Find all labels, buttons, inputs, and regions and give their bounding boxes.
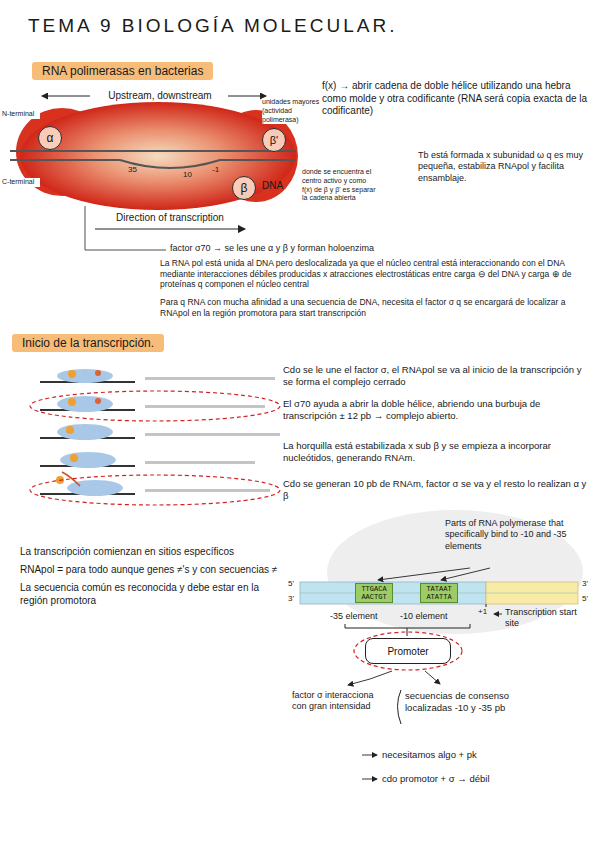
sigma-shape <box>70 454 78 462</box>
note-text: Parts of RNA polymerase that specificall… <box>445 518 590 552</box>
promoter-box: Promoter <box>365 638 451 664</box>
highlight-ellipse <box>354 632 462 670</box>
note-text: La RNA pol está unida al DNA pero desloc… <box>160 258 590 290</box>
start-tick <box>486 604 487 607</box>
sequence-box: TATAAT ATATTA <box>420 583 458 603</box>
note-text: La horquilla está estabilizada x sub β y… <box>283 440 588 464</box>
polymerase-body <box>20 102 296 210</box>
node-text: TTGACA AACTGT <box>360 585 388 601</box>
section-heading: Inicio de la transcripción. <box>12 334 164 352</box>
highlight-ellipse <box>30 475 280 505</box>
caption-line <box>145 461 255 464</box>
note-text: unidades mayores (actividad polimerasa) <box>262 98 320 124</box>
note-text: donde se encuentra el centro activo y co… <box>302 168 377 203</box>
note-text: 35 <box>128 165 137 175</box>
note-text: f(x) → abrir cadena de doble hélice util… <box>322 80 590 118</box>
leader-line <box>378 568 470 580</box>
note-text: 10 <box>183 170 192 180</box>
note-arrow <box>362 779 377 780</box>
note-text: secuencias de consenso localizadas -10 y… <box>405 690 545 714</box>
node-text: TATAAT ATATTA <box>425 585 453 601</box>
note-text: 5' <box>582 594 588 604</box>
start-arrow <box>494 614 502 615</box>
sigma-shape <box>68 370 76 378</box>
sigma-shape <box>68 398 76 406</box>
note-arrow <box>348 671 392 685</box>
caption-line <box>145 405 265 408</box>
note-text: 5' <box>288 579 294 589</box>
node-text: β' <box>270 134 278 146</box>
subunit-shape <box>95 370 101 376</box>
note-text: Cdo se generan 10 pb de RNAm, factor σ s… <box>283 478 588 502</box>
dna-strand <box>120 160 296 168</box>
caption-line <box>145 433 280 436</box>
page-title: TEMA 9 BIOLOGÍA MOLECULAR. <box>28 14 397 38</box>
note-text: La secuencia común es reconocida y debe … <box>20 582 275 607</box>
dna-strand <box>10 150 296 152</box>
caption-line <box>145 489 270 492</box>
note-text: N-terminal <box>2 110 40 119</box>
dna-strand <box>10 159 120 161</box>
direction-arrow <box>95 228 245 229</box>
note-text: RNApol = para todo aunque genes ≠'s y co… <box>20 564 290 577</box>
highlight-ellipse <box>30 391 280 421</box>
caption-line <box>145 377 275 380</box>
node-text: α <box>47 131 54 145</box>
subunit-shape <box>95 398 101 404</box>
polymerase-shape <box>57 369 113 383</box>
note-text: C-terminal <box>2 178 40 187</box>
note-text: Upstream, downstream <box>95 90 225 103</box>
subunit-circle: β' <box>262 128 286 152</box>
note-text: necesitamos algo + pk <box>382 749 477 761</box>
note-text: Cdo se le une el factor σ, el RNApol se … <box>283 364 588 388</box>
note-text: Transcription start site <box>505 607 590 630</box>
leader-line <box>441 568 490 580</box>
rna-strand <box>62 472 80 486</box>
initiation-steps <box>30 369 280 505</box>
note-text: -35 element <box>330 611 378 622</box>
subunit-circle: α <box>38 126 62 150</box>
upstream-arrow <box>42 96 90 97</box>
sigma-shape <box>66 426 74 434</box>
note-text: La transcripción comienzan en sitios esp… <box>20 546 290 559</box>
node-text: Inicio de la transcripción. <box>22 336 154 350</box>
section-heading: RNA polimerasas en bacterias <box>32 62 213 80</box>
note-brace <box>398 690 402 724</box>
node-text: β <box>241 181 248 195</box>
note-text: El σ70 ayuda a abrir la doble hélice, ab… <box>283 398 588 422</box>
note-text: 3' <box>582 579 588 589</box>
note-text: Para q RNA con mucha afinidad a una secu… <box>160 297 590 318</box>
note-text: 3' <box>288 594 294 604</box>
polymerase-shape <box>60 452 116 468</box>
sequence-box: TTGACA AACTGT <box>355 583 393 603</box>
note-text: Tb está formada x subunidad ω q es muy p… <box>418 150 590 184</box>
note-arrow <box>362 755 377 756</box>
node-text: RNA polimerasas en bacterias <box>42 64 203 78</box>
note-text: factor σ interacciona con gran intensida… <box>292 690 377 713</box>
note-text: factor σ70 → se les une α y β y forman h… <box>170 243 470 254</box>
subunit-circle: β <box>232 176 256 200</box>
note-text: Direction of transcription <box>95 212 245 225</box>
note-text: +1 <box>478 607 487 617</box>
note-text: -1 <box>212 165 219 175</box>
node-text: Promoter <box>387 646 428 657</box>
note-arrow <box>425 671 440 684</box>
note-text: cdo promotor + σ → débil <box>382 773 490 785</box>
note-text: -10 element <box>400 611 448 622</box>
polymerase-shape <box>57 424 113 440</box>
polymerase-shape <box>57 396 113 412</box>
note-text: DNA <box>262 180 283 193</box>
promoter-bracket <box>345 624 470 636</box>
downstream-arrow <box>228 96 266 97</box>
